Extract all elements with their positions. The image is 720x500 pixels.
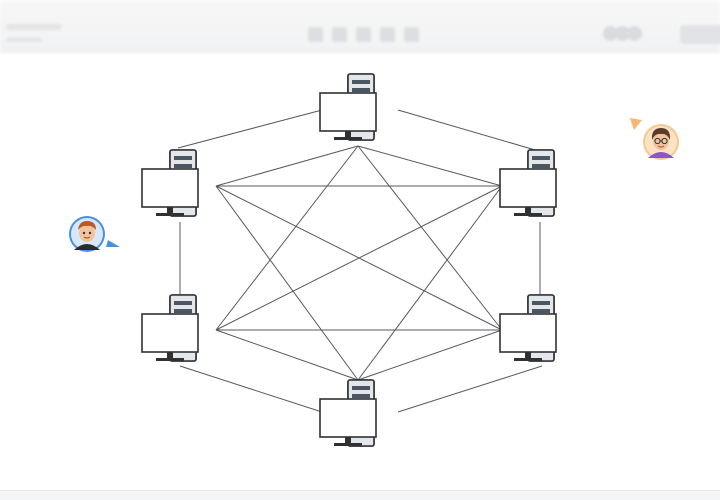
toolbar-tool-5-icon[interactable] — [404, 27, 419, 42]
document-subtitle-placeholder — [6, 37, 42, 42]
user-avatar-female-icon — [630, 118, 679, 160]
computer-node-upper-left[interactable] — [141, 149, 199, 217]
computer-node-bottom[interactable] — [319, 379, 377, 447]
collaborator-avatar-2-icon[interactable] — [615, 26, 630, 41]
computer-node-upper-right[interactable] — [499, 149, 557, 217]
diagram-canvas[interactable] — [0, 52, 720, 490]
collaborator-avatar-3-icon[interactable] — [627, 26, 642, 41]
document-title-placeholder — [6, 24, 62, 30]
computer-node-top[interactable] — [319, 73, 377, 141]
connection-lines — [177, 109, 543, 413]
collaborator-cursor-male — [68, 216, 124, 256]
toolbar-tool-4-icon[interactable] — [380, 27, 395, 42]
user-avatar-male-icon — [69, 216, 120, 252]
share-button[interactable] — [680, 25, 720, 44]
toolbar-tool-2-icon[interactable] — [332, 27, 347, 42]
collaborator-avatar-1-icon[interactable] — [603, 26, 618, 41]
toolbar-tool-1-icon[interactable] — [308, 27, 323, 42]
toolbar-tool-3-icon[interactable] — [356, 27, 371, 42]
collaborator-cursor-female — [628, 116, 684, 162]
computer-node-lower-left[interactable] — [141, 294, 199, 362]
computer-node-lower-right[interactable] — [499, 294, 557, 362]
top-toolbar — [0, 0, 720, 53]
